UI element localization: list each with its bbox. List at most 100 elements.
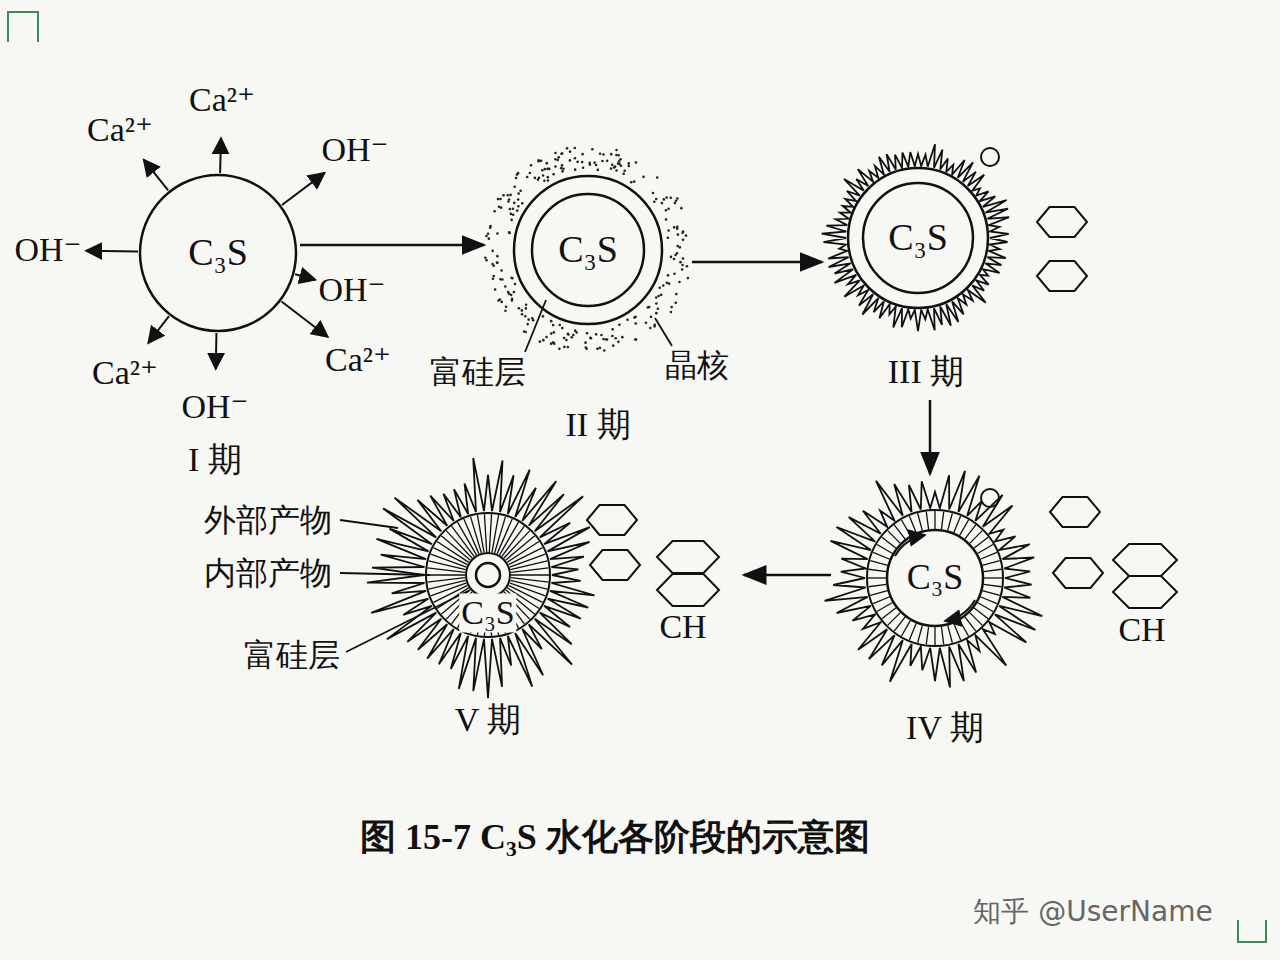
nucleus-dot (553, 342, 556, 345)
ion-label: OH⁻ (12, 230, 83, 269)
leader-line (525, 300, 546, 352)
nucleus-dot (496, 232, 499, 235)
inner-product-hatch (873, 597, 890, 604)
outer-product (822, 144, 1009, 331)
nucleus-dot (496, 261, 499, 264)
nucleus-dot (655, 302, 658, 305)
outer-product (825, 471, 1043, 688)
inner-product-hatch (446, 531, 472, 559)
inner-product-hatch (974, 537, 988, 548)
inner-product-hatch (427, 574, 465, 575)
nucleus-dot (500, 301, 503, 304)
nucleus-dot (496, 261, 499, 264)
nucleus-dot (635, 338, 638, 341)
stage-particle: C₃SIII 期 (826, 146, 1010, 396)
nucleus-dot (634, 322, 637, 325)
nucleus-dot (518, 307, 521, 310)
nucleus-dot (584, 341, 587, 344)
nucleus-dot (537, 178, 540, 181)
inner-product (867, 510, 1003, 646)
nucleus-dot (595, 333, 598, 336)
nucleus-dot (552, 173, 555, 176)
nucleus-dot (487, 232, 490, 235)
nucleus-dot (666, 282, 669, 285)
inner-product-hatch (926, 512, 928, 530)
nucleus-dot (507, 194, 510, 197)
nucleus-dot (615, 154, 618, 157)
nucleus-dot (485, 235, 488, 238)
inner-product-hatch (982, 591, 999, 596)
nucleus-dot (670, 256, 673, 259)
nucleus-dot (618, 160, 621, 163)
nucleus-dot (561, 164, 564, 167)
nucleus-dot (560, 167, 563, 170)
inner-product-hatch (970, 531, 983, 544)
nucleus-dot (653, 200, 656, 203)
corner-mark (8, 12, 38, 42)
figure-caption: 图 15-7 C₃S 水化各阶段的示意图 (358, 817, 872, 858)
nucleus-dot (649, 327, 652, 330)
nucleus-dot (505, 305, 508, 308)
stage-arrow (692, 261, 822, 264)
nucleus-dot (517, 198, 520, 201)
nucleus-dot (655, 296, 658, 299)
nucleus-dot (687, 277, 690, 280)
nucleus-dot (581, 161, 584, 164)
nucleus-dot (596, 348, 599, 351)
nucleus-dot (667, 229, 670, 232)
nucleus-dot (513, 202, 516, 205)
nucleus-dot (581, 153, 584, 156)
inner-product-hatch (948, 625, 953, 642)
nucleus-dot (541, 169, 544, 172)
nucleus-dot (556, 159, 559, 162)
ch-crystal (1113, 544, 1177, 576)
nucleus-dot (542, 315, 545, 318)
inner-product-hatch (965, 525, 976, 539)
c3s-core (887, 530, 983, 626)
nucleus-dot (527, 318, 530, 321)
nucleus-dot (513, 185, 516, 188)
nucleus-dot (510, 276, 513, 279)
nucleus-dot (623, 169, 626, 172)
nucleus-dot (498, 206, 501, 209)
ion-arrow (295, 274, 315, 280)
nucleus-dot (585, 347, 588, 350)
inner-product-hatch (960, 520, 969, 536)
nucleus-dot (563, 337, 566, 340)
compound-label: C₃S (886, 216, 950, 260)
inner-product-hatch (869, 569, 887, 571)
inner-product-hatch (882, 608, 896, 619)
nucleus-dot (516, 209, 519, 212)
inner-product-hatch (980, 597, 997, 604)
inner-product-hatch (934, 627, 935, 645)
nucleus-dot (563, 346, 566, 349)
nucleus-dot (561, 327, 564, 330)
nucleus-dot (652, 192, 655, 195)
nucleus-dot (621, 336, 624, 339)
ch-crystal (587, 505, 637, 535)
nucleus-dot (670, 311, 673, 314)
nucleus-dot (660, 294, 663, 297)
nucleus-dot (667, 208, 670, 211)
nucleus-dot (499, 198, 502, 201)
nucleus-dot (545, 162, 548, 165)
nucleus-dot (548, 168, 551, 171)
nucleus-dot (513, 291, 516, 294)
nucleus-dot (657, 307, 660, 310)
nucleus-dot (493, 210, 496, 213)
watermark: 知乎 @UserName (971, 896, 1214, 928)
nucleus-dot (509, 194, 512, 197)
inner-product-hatch (511, 568, 549, 572)
nucleus-dot (611, 335, 614, 338)
nucleus-dot (600, 334, 603, 337)
inner-product-hatch (437, 541, 469, 562)
nucleus-dot (572, 334, 575, 337)
inner-product-hatch (984, 569, 1002, 571)
inner-product-hatch (977, 545, 993, 554)
nucleus-dot (569, 159, 572, 162)
nucleus-dot (516, 173, 519, 176)
stage-label: II 期 (563, 405, 632, 444)
inner-product-hatch (882, 537, 896, 548)
silica-rich-layer (848, 168, 988, 308)
